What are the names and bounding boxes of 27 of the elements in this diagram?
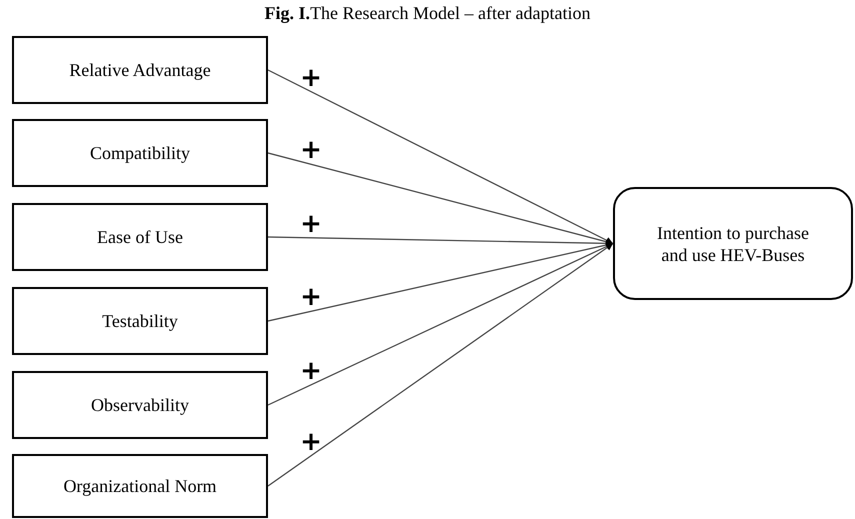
arrow xyxy=(268,152,614,246)
node-label: Compatibility xyxy=(90,142,190,164)
arrow xyxy=(268,242,614,322)
edge-label: + xyxy=(300,358,322,383)
edge-label: + xyxy=(300,66,322,90)
edge-label: + xyxy=(300,285,322,310)
arrow xyxy=(268,243,614,486)
node-label: Relative Advantage xyxy=(69,59,211,81)
edge-label: + xyxy=(300,138,322,162)
factor-box xyxy=(12,36,268,104)
arrow xyxy=(268,236,614,247)
edge-label: + xyxy=(300,430,322,454)
edge-label: + xyxy=(300,212,322,236)
node-label: Intention to purchase and use HEV-Buses xyxy=(656,222,810,266)
arrow xyxy=(268,242,614,406)
factor-box xyxy=(12,371,268,439)
node-label: Organizational Norm xyxy=(63,475,217,497)
factor-box xyxy=(12,203,268,271)
node-label: Ease of Use xyxy=(97,226,183,248)
figure-title: Fig. I.The Research Model – after adaptation xyxy=(264,2,592,24)
factor-box xyxy=(12,287,268,355)
arrow xyxy=(268,69,614,244)
node-label: Testability xyxy=(102,310,178,332)
outcome-box xyxy=(613,187,853,300)
factor-box xyxy=(12,454,268,518)
node-label: Observability xyxy=(91,394,189,416)
factor-box xyxy=(12,119,268,187)
